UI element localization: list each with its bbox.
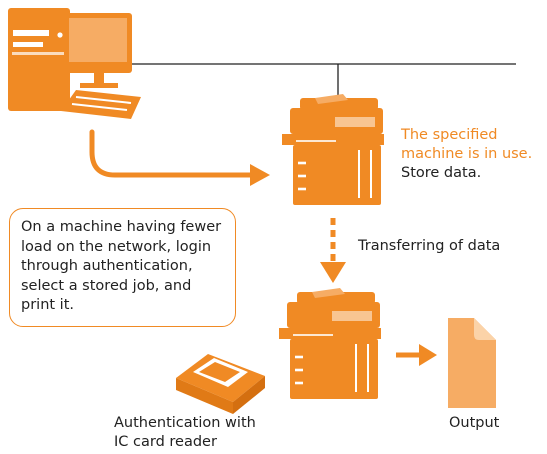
note-line-1: On a machine having fewer [21,219,222,235]
note-line-5: print it. [21,297,75,313]
send-job-arrow [89,129,255,178]
multifunction-printer-icon-bottom [279,288,381,399]
instruction-note-box: On a machine having fewer load on the ne… [9,208,236,327]
note-line-3: through authentication, [21,258,193,274]
status-text-line1: The specified [401,127,498,143]
store-data-text: Store data. [401,165,482,181]
multifunction-printer-icon-top [282,94,384,205]
output-label: Output [449,415,500,431]
note-line-4: select a stored job, and [21,277,192,294]
send-job-arrow-head [250,164,270,186]
note-line-2: load on the network, login [21,238,212,255]
output-arrow-head [419,344,437,366]
transfer-label: Transferring of data [358,238,501,254]
auth-label-line1: Authentication with [114,415,256,431]
document-page-icon [448,318,496,408]
ic-card-reader-icon [176,354,265,414]
status-text-line2: machine is in use. [401,146,533,162]
transfer-arrow-head [320,262,346,283]
desktop-computer-icon [8,8,141,119]
auth-label-line2: IC card reader [114,434,217,450]
